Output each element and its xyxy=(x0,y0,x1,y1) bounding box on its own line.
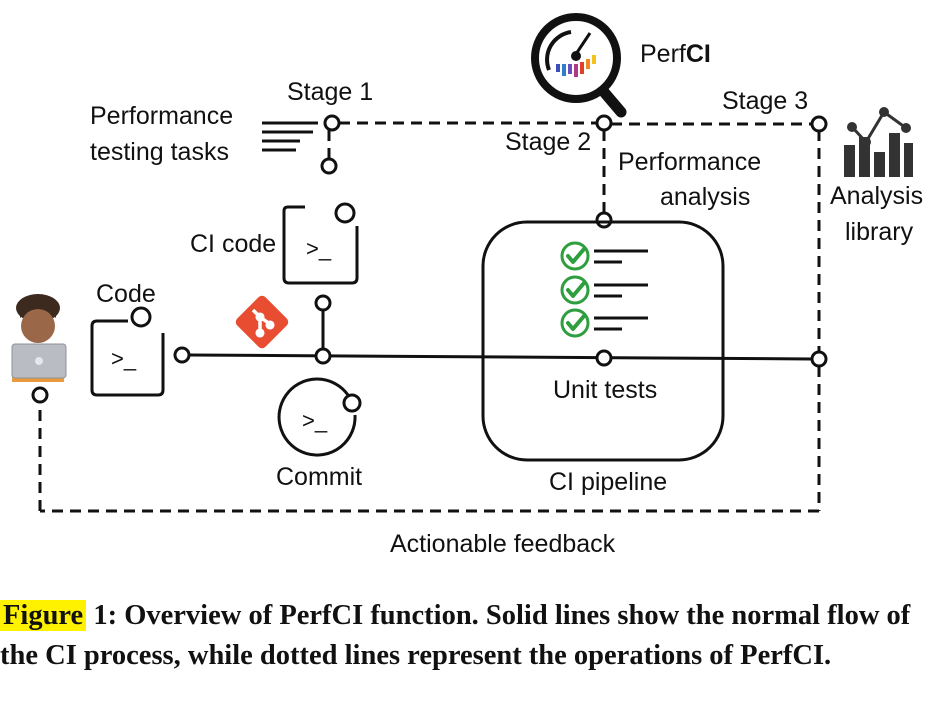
figure-label: Figure xyxy=(0,600,87,631)
code-label: Code xyxy=(96,280,156,308)
figure-caption: Figure 1: Overview of PerfCI function. S… xyxy=(0,596,938,676)
ci-flow-lines xyxy=(188,310,813,361)
developer-node xyxy=(31,386,49,404)
commit-terminal-icon: >_ xyxy=(277,377,362,457)
ci-code-label: CI code xyxy=(190,230,276,258)
perf-testing-tasks-label-line1: Performance xyxy=(90,102,233,130)
checkmark-icon xyxy=(560,241,590,271)
svg-text:>_: >_ xyxy=(302,408,328,433)
bar-chart-icon xyxy=(844,107,913,177)
stage1-lower-node xyxy=(320,157,338,175)
commit-label: Commit xyxy=(276,463,362,491)
svg-text:>_: >_ xyxy=(111,346,137,371)
checklist xyxy=(560,241,648,338)
ci-pipeline-box xyxy=(481,220,725,462)
feedback-label: Actionable feedback xyxy=(390,530,616,558)
perf-testing-tasks-label-line2: testing tasks xyxy=(90,138,229,166)
perfci-label: PerfCI xyxy=(640,40,711,68)
magnifier-gauge-icon xyxy=(531,13,627,118)
ci-code-node xyxy=(314,294,332,312)
analysis-library-label-line2: library xyxy=(845,218,914,246)
perf-analysis-label-line2: analysis xyxy=(660,183,750,211)
analysis-library-node xyxy=(810,350,828,368)
developer-icon xyxy=(11,294,67,382)
stage1-node xyxy=(323,114,341,132)
stage2-node xyxy=(595,114,613,132)
stage1-label: Stage 1 xyxy=(287,78,373,106)
checkmark-icon xyxy=(560,275,590,305)
stage3-label: Stage 3 xyxy=(722,87,808,115)
svg-text:>_: >_ xyxy=(306,236,332,261)
unit-tests-label: Unit tests xyxy=(553,376,657,404)
perf-analysis-label-line1: Performance xyxy=(618,148,761,176)
connector-nodes xyxy=(31,114,828,404)
perfci-diagram: >_ >_ >_ xyxy=(11,13,923,558)
stage2-label: Stage 2 xyxy=(505,128,591,156)
stage3-node xyxy=(810,115,828,133)
checkmark-icon xyxy=(560,308,590,338)
perf-analysis-node xyxy=(595,211,613,229)
unit-tests-node xyxy=(595,349,613,367)
caption-text: 1: Overview of PerfCI function. Solid li… xyxy=(0,600,911,671)
text-lines-icon xyxy=(262,121,318,152)
code-output-node xyxy=(173,346,191,364)
perfci-dashed-lines xyxy=(38,121,821,513)
git-icon xyxy=(235,295,289,349)
commit-junction-node xyxy=(314,347,332,365)
ci-code-terminal-icon: >_ xyxy=(282,202,359,285)
code-terminal-icon: >_ xyxy=(90,306,165,397)
ci-pipeline-label: CI pipeline xyxy=(549,468,667,496)
analysis-library-label-line1: Analysis xyxy=(830,182,923,210)
